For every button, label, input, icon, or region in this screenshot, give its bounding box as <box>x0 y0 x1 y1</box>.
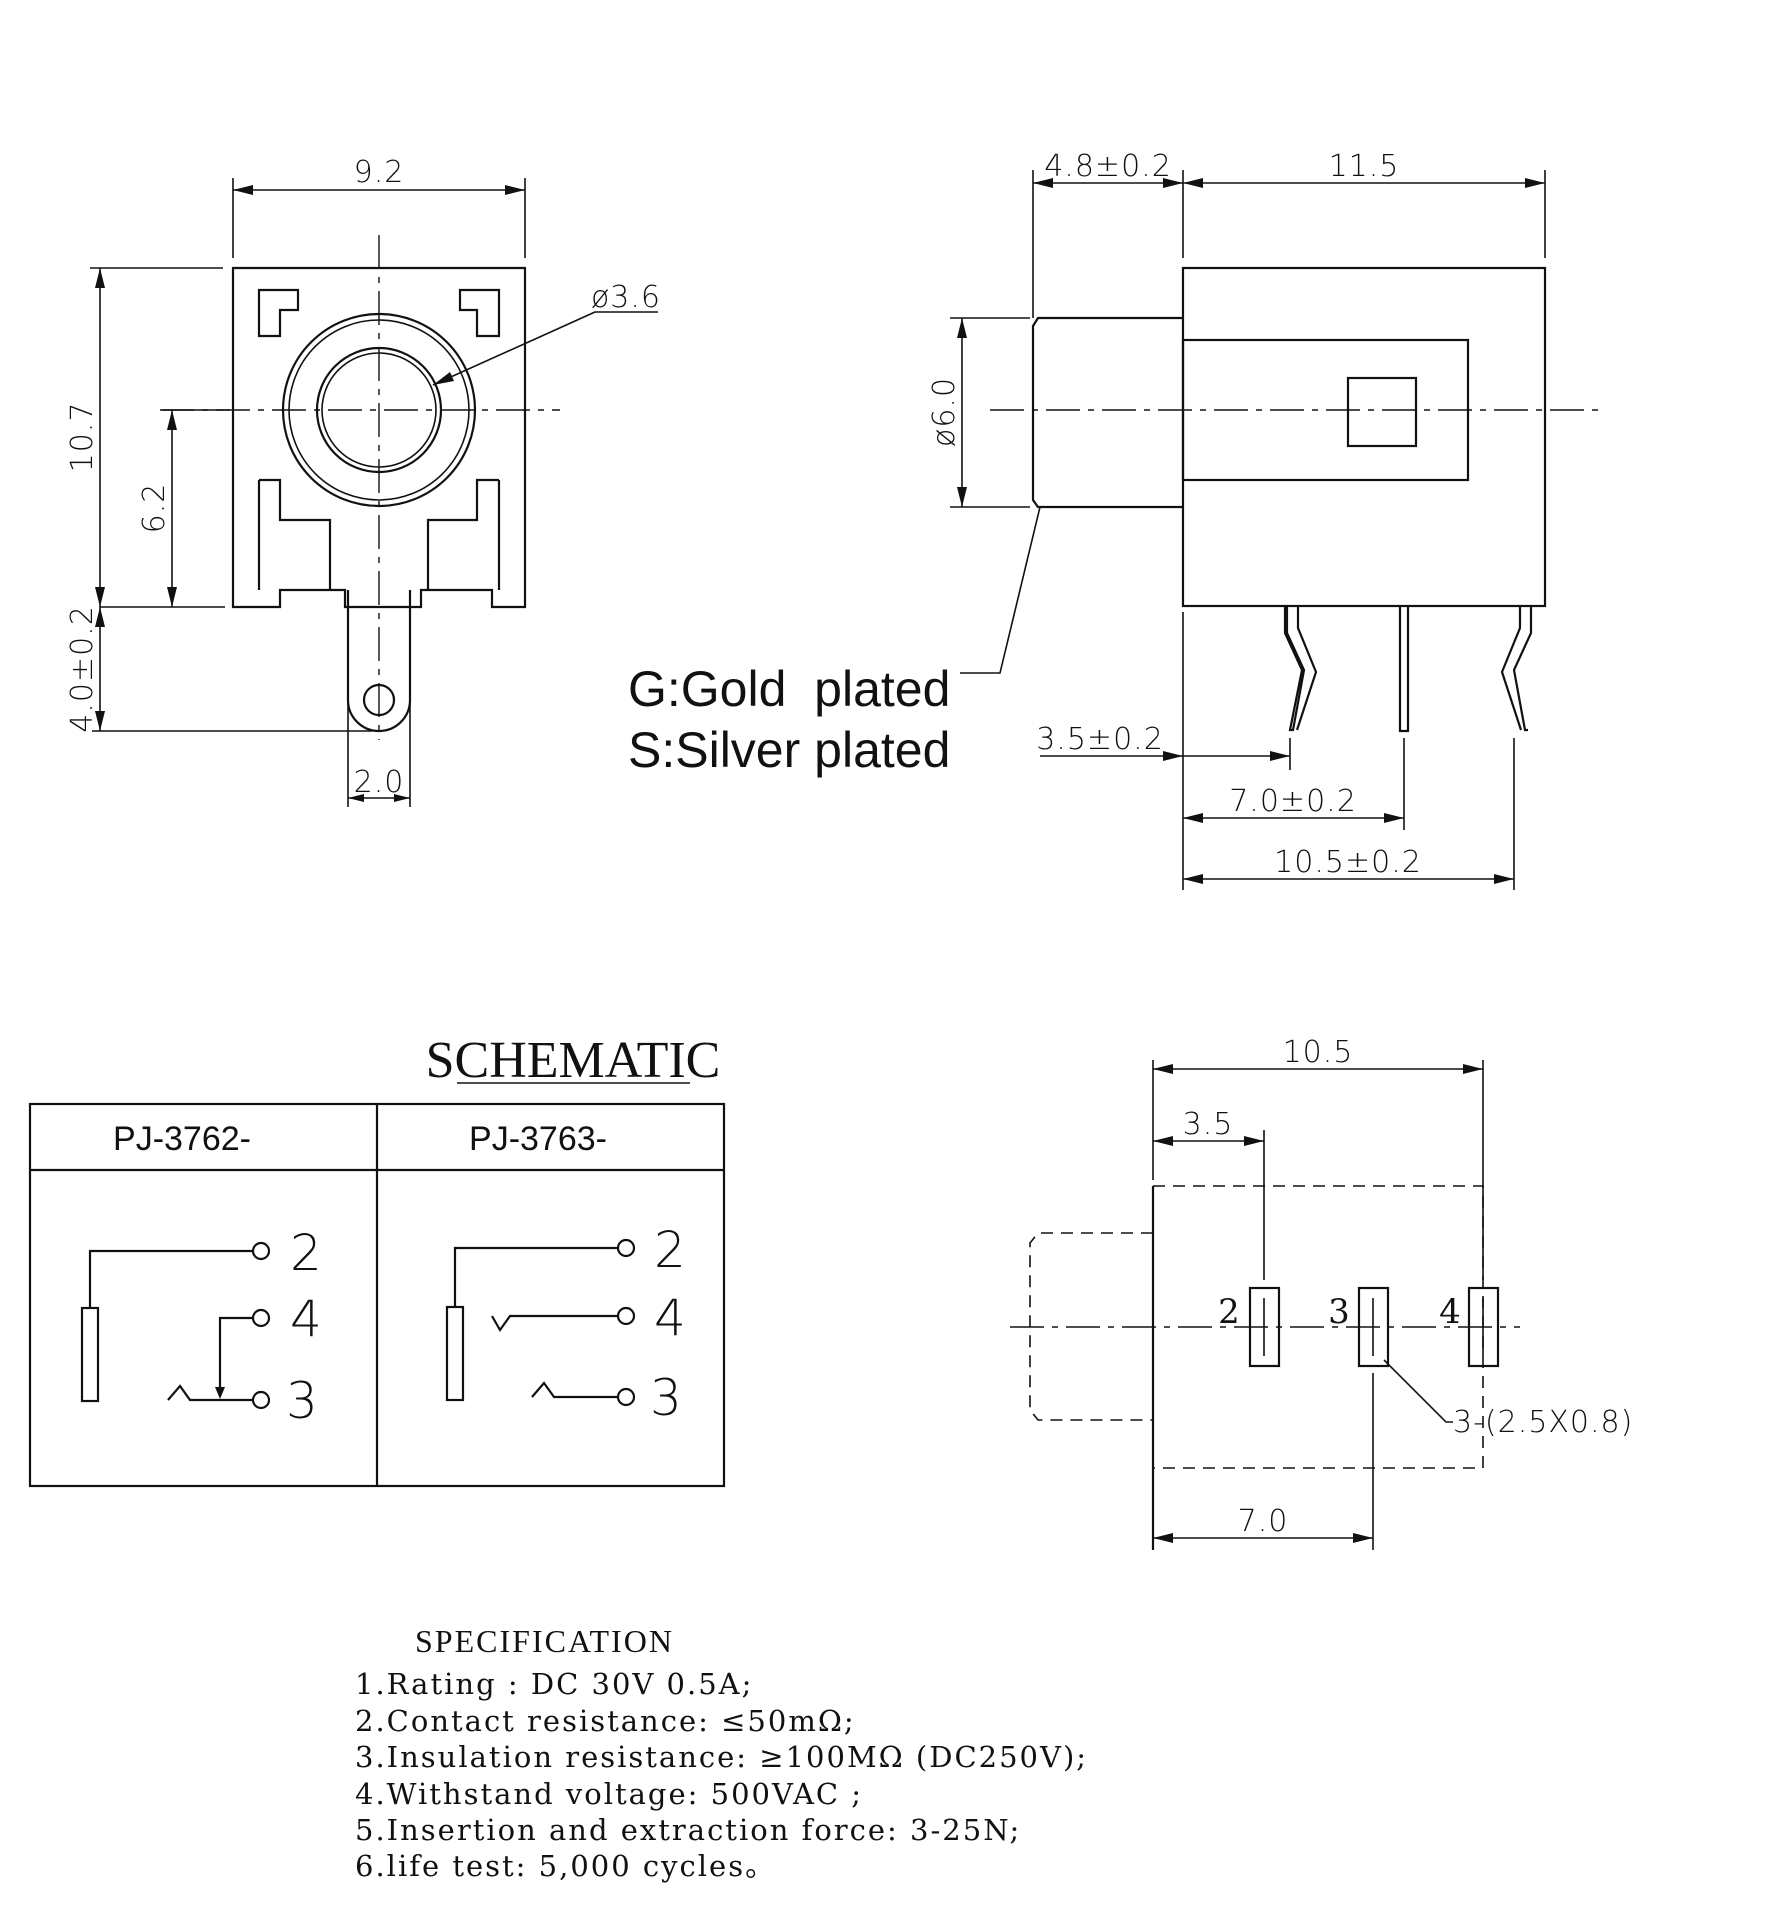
pin-label-3: 3 <box>286 1372 318 1430</box>
side-pin-1 <box>1283 607 1318 732</box>
side-window <box>1346 376 1418 448</box>
pin-label-3b: 3 <box>650 1369 682 1427</box>
pcb-pad-3 <box>1357 1286 1390 1368</box>
schematic-col1: PJ-3762- <box>113 1120 251 1158</box>
pad-note-leader <box>1383 1359 1453 1423</box>
corner-detent-tl <box>257 288 300 338</box>
plating-leader <box>960 506 1041 674</box>
specification: SPECIFICATION 1.Rating : DC 30V 0.5A; 2.… <box>355 1623 1088 1883</box>
dim-pcb-overall: 10.5 <box>1283 1035 1354 1070</box>
spec-item-2: 2.Contact resistance: ≤50mΩ; <box>355 1704 856 1738</box>
side-pin-2 <box>1398 607 1410 733</box>
dim-center-height: 6.2 <box>137 483 172 534</box>
dim-height: 10.7 <box>65 402 100 473</box>
side-body <box>1181 266 1547 608</box>
pin-label-4b: 4 <box>654 1289 686 1347</box>
circuit-pj3763: 2 4 3 <box>445 1221 686 1427</box>
dim-body-length: 11.5 <box>1329 149 1400 184</box>
side-nose <box>1031 316 1183 509</box>
dim-hole-diameter: ø3.6 <box>591 280 661 315</box>
pcb-layout: 2 3 4 10.5 3.5 7.0 3-(2.5X0.8) <box>1010 1035 1633 1550</box>
dim-pin-pos-3: 10.5±0.2 <box>1274 845 1422 880</box>
spec-item-4: 4.Withstand voltage: 500VAC ; <box>355 1777 863 1811</box>
circuit-pj3762: 2 4 3 <box>80 1224 322 1430</box>
dim-pin-pos-1: 3.5±0.2 <box>1036 722 1164 757</box>
pcb-pad-4 <box>1467 1286 1500 1368</box>
spec-title: SPECIFICATION <box>415 1623 674 1659</box>
dim-pin-pos-2: 7.0±0.2 <box>1229 784 1357 819</box>
schematic: SCHEMATIC PJ-3762- PJ-3763- 2 4 3 <box>28 1032 726 1488</box>
corner-detent-tr <box>458 288 501 338</box>
schematic-col2: PJ-3763- <box>469 1120 607 1158</box>
spec-item-1: 1.Rating : DC 30V 0.5A; <box>355 1667 753 1701</box>
dim-pcb-mid: 7.0 <box>1238 1504 1289 1539</box>
pad-label-3: 3 <box>1328 1292 1350 1332</box>
corner-detent-br <box>426 478 501 590</box>
front-body-outline <box>231 266 527 609</box>
note-silver: S:Silver plated <box>628 722 950 778</box>
pcb-pad-2 <box>1248 1286 1281 1368</box>
pad-label-4: 4 <box>1439 1292 1461 1332</box>
spec-item-6: 6.life test: 5,000 cycles。 <box>355 1849 776 1883</box>
pin-label-2: 2 <box>290 1224 322 1282</box>
dim-width: 9.2 <box>354 155 405 190</box>
pin-label-2b: 2 <box>654 1221 686 1279</box>
spec-item-3: 3.Insulation resistance: ≥100MΩ (DC250V)… <box>355 1740 1088 1774</box>
dim-pcb-offset: 3.5 <box>1183 1107 1234 1142</box>
note-gold: G:Gold plated <box>628 661 950 717</box>
side-pin-3 <box>1500 607 1533 732</box>
dim-nose-length: 4.8±0.2 <box>1044 149 1172 184</box>
dim-nose-diameter: ø6.0 <box>927 377 962 447</box>
pad-note: 3-(2.5X0.8) <box>1453 1405 1633 1440</box>
dim-pin-width: 2.0 <box>354 765 405 800</box>
schematic-title: SCHEMATIC <box>426 1032 721 1089</box>
dim-pin-length: 4.0±0.2 <box>65 605 100 733</box>
spec-item-5: 5.Insertion and extraction force: 3-25N; <box>355 1813 1021 1847</box>
pin-label-4: 4 <box>290 1290 322 1348</box>
side-view: 4.8±0.2 11.5 ø6.0 G:Gold plated S:Silver… <box>628 149 1605 890</box>
corner-detent-bl <box>257 478 332 590</box>
pad-label-2: 2 <box>1218 1292 1240 1332</box>
front-view: 9.2 10.7 6.2 4.0±0.2 2.0 ø3.6 <box>65 155 661 807</box>
